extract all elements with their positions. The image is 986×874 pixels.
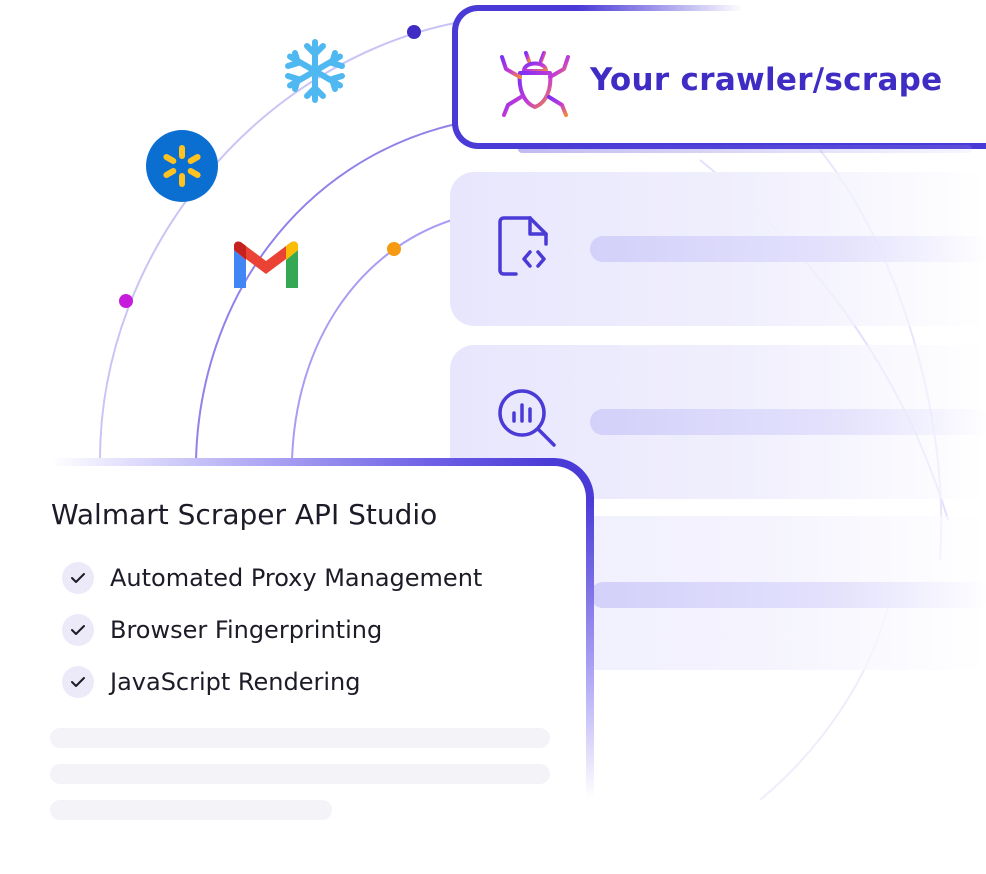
feature-item: JavaScript Rendering xyxy=(62,666,361,698)
gmail-icon xyxy=(234,241,298,288)
check-icon xyxy=(62,666,94,698)
skeleton-line xyxy=(50,800,332,820)
card-border-corner xyxy=(550,458,594,502)
code-file-icon xyxy=(498,216,548,276)
placeholder-bar xyxy=(590,582,986,608)
check-icon xyxy=(62,562,94,594)
feature-item: Browser Fingerprinting xyxy=(62,614,382,646)
snowflake-icon xyxy=(285,39,345,103)
skeleton-line xyxy=(50,764,550,784)
crawler-card: Your crawler/scrape xyxy=(452,5,986,153)
placeholder-bar xyxy=(590,409,986,435)
feature-label: JavaScript Rendering xyxy=(110,668,361,696)
feature-card-title: Walmart Scraper API Studio xyxy=(51,498,438,531)
skeleton-line xyxy=(50,728,550,748)
step-card-code xyxy=(450,172,986,326)
feature-card: Walmart Scraper API Studio Automated Pro… xyxy=(0,458,594,874)
card-border-top xyxy=(50,458,554,466)
orbit-dot xyxy=(387,242,401,256)
card-border-right xyxy=(586,498,594,798)
analytics-search-icon xyxy=(498,389,556,447)
walmart-icon xyxy=(146,130,218,202)
crawler-title: Your crawler/scrape xyxy=(590,62,943,98)
orbit-dot xyxy=(119,294,133,308)
feature-label: Automated Proxy Management xyxy=(110,564,483,592)
placeholder-bar xyxy=(590,236,986,262)
spider-icon xyxy=(500,51,570,117)
feature-item: Automated Proxy Management xyxy=(62,562,482,594)
walmart-spark-icon xyxy=(163,145,201,187)
feature-label: Browser Fingerprinting xyxy=(110,616,383,644)
card-shadow xyxy=(518,145,972,153)
check-icon xyxy=(62,614,94,646)
orbit-dot xyxy=(407,25,421,39)
